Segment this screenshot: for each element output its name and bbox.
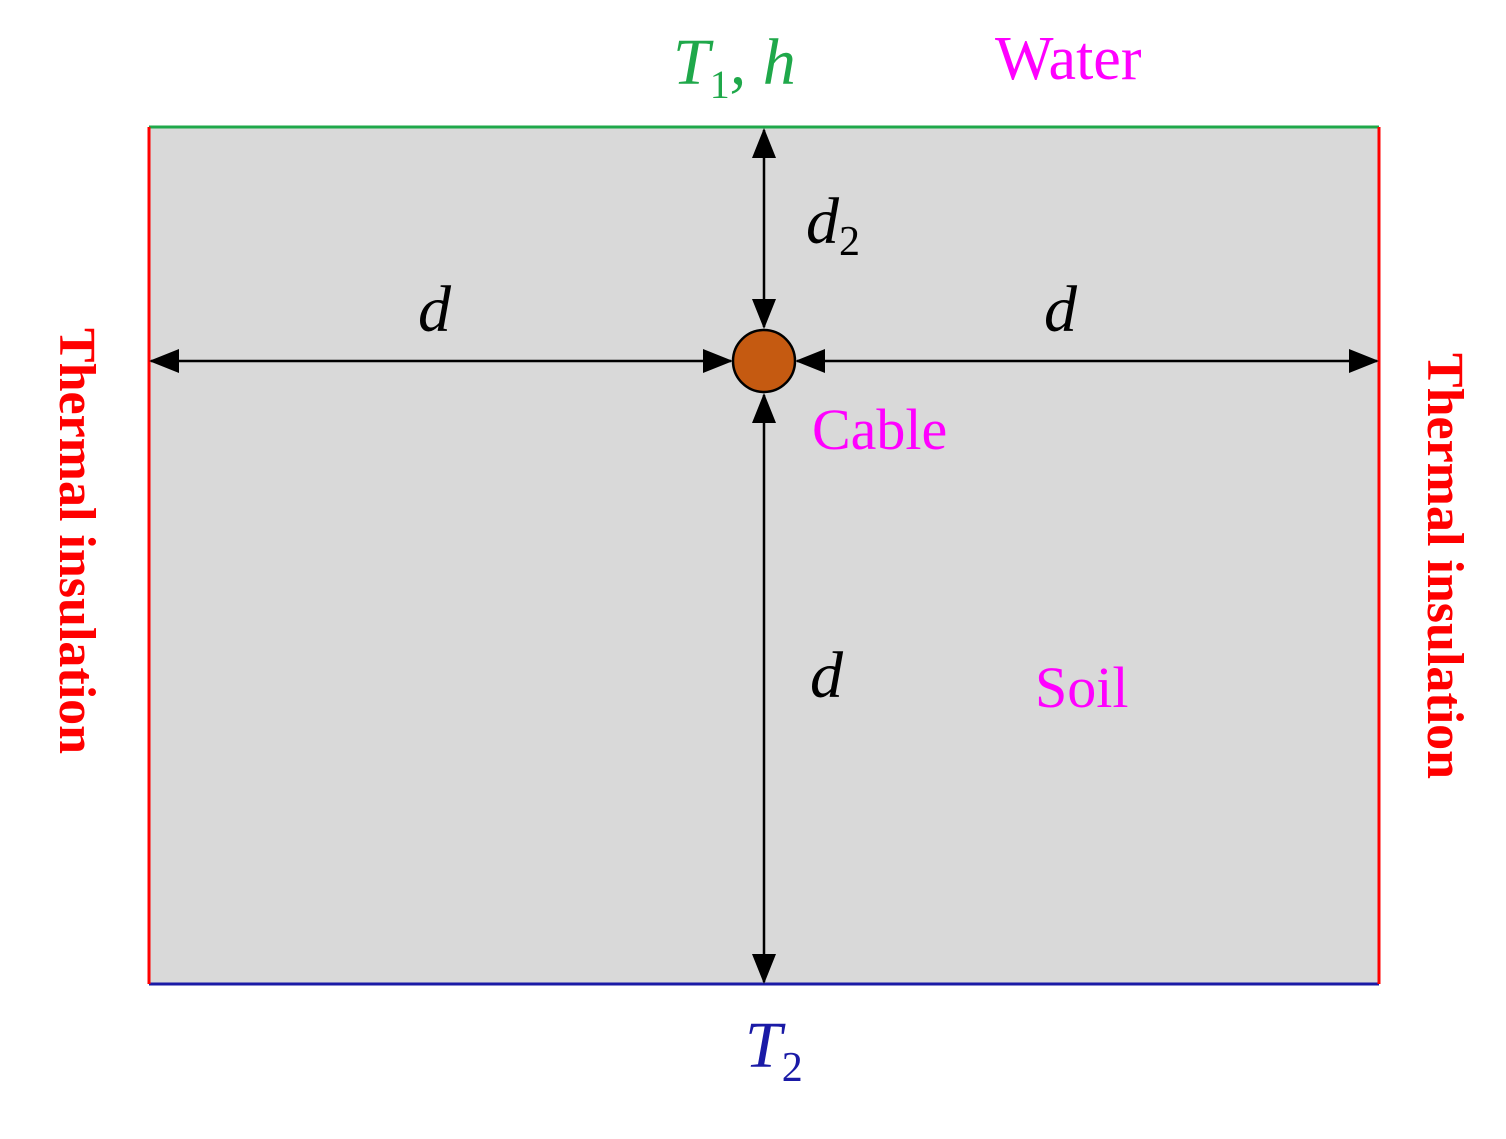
dimension-label-bottom: d	[810, 639, 844, 712]
dimension-label-right: d	[1044, 273, 1078, 346]
top-boundary-label-main: T	[673, 26, 714, 99]
bottom-boundary-label: T2	[745, 1009, 803, 1091]
soil-label: Soil	[1035, 655, 1129, 720]
dimension-label-top-sub: 2	[839, 219, 860, 265]
top-boundary-label: T1, h	[673, 26, 796, 107]
right-insulation-label: Thermal insulation	[1416, 353, 1473, 779]
bottom-boundary-label-main: T	[745, 1009, 786, 1082]
bottom-boundary-label-sub: 2	[782, 1045, 803, 1091]
left-insulation-label: Thermal insulation	[48, 328, 105, 754]
water-label: Water	[995, 25, 1142, 93]
dimension-label-left: d	[418, 273, 452, 346]
cable-label: Cable	[812, 397, 947, 462]
dimension-label-top: d2	[806, 185, 860, 265]
cable-circle	[731, 328, 797, 394]
top-boundary-label-sub: 1	[710, 62, 730, 107]
dimension-label-top-main: d	[806, 185, 840, 258]
top-boundary-label-rest: , h	[730, 26, 796, 99]
